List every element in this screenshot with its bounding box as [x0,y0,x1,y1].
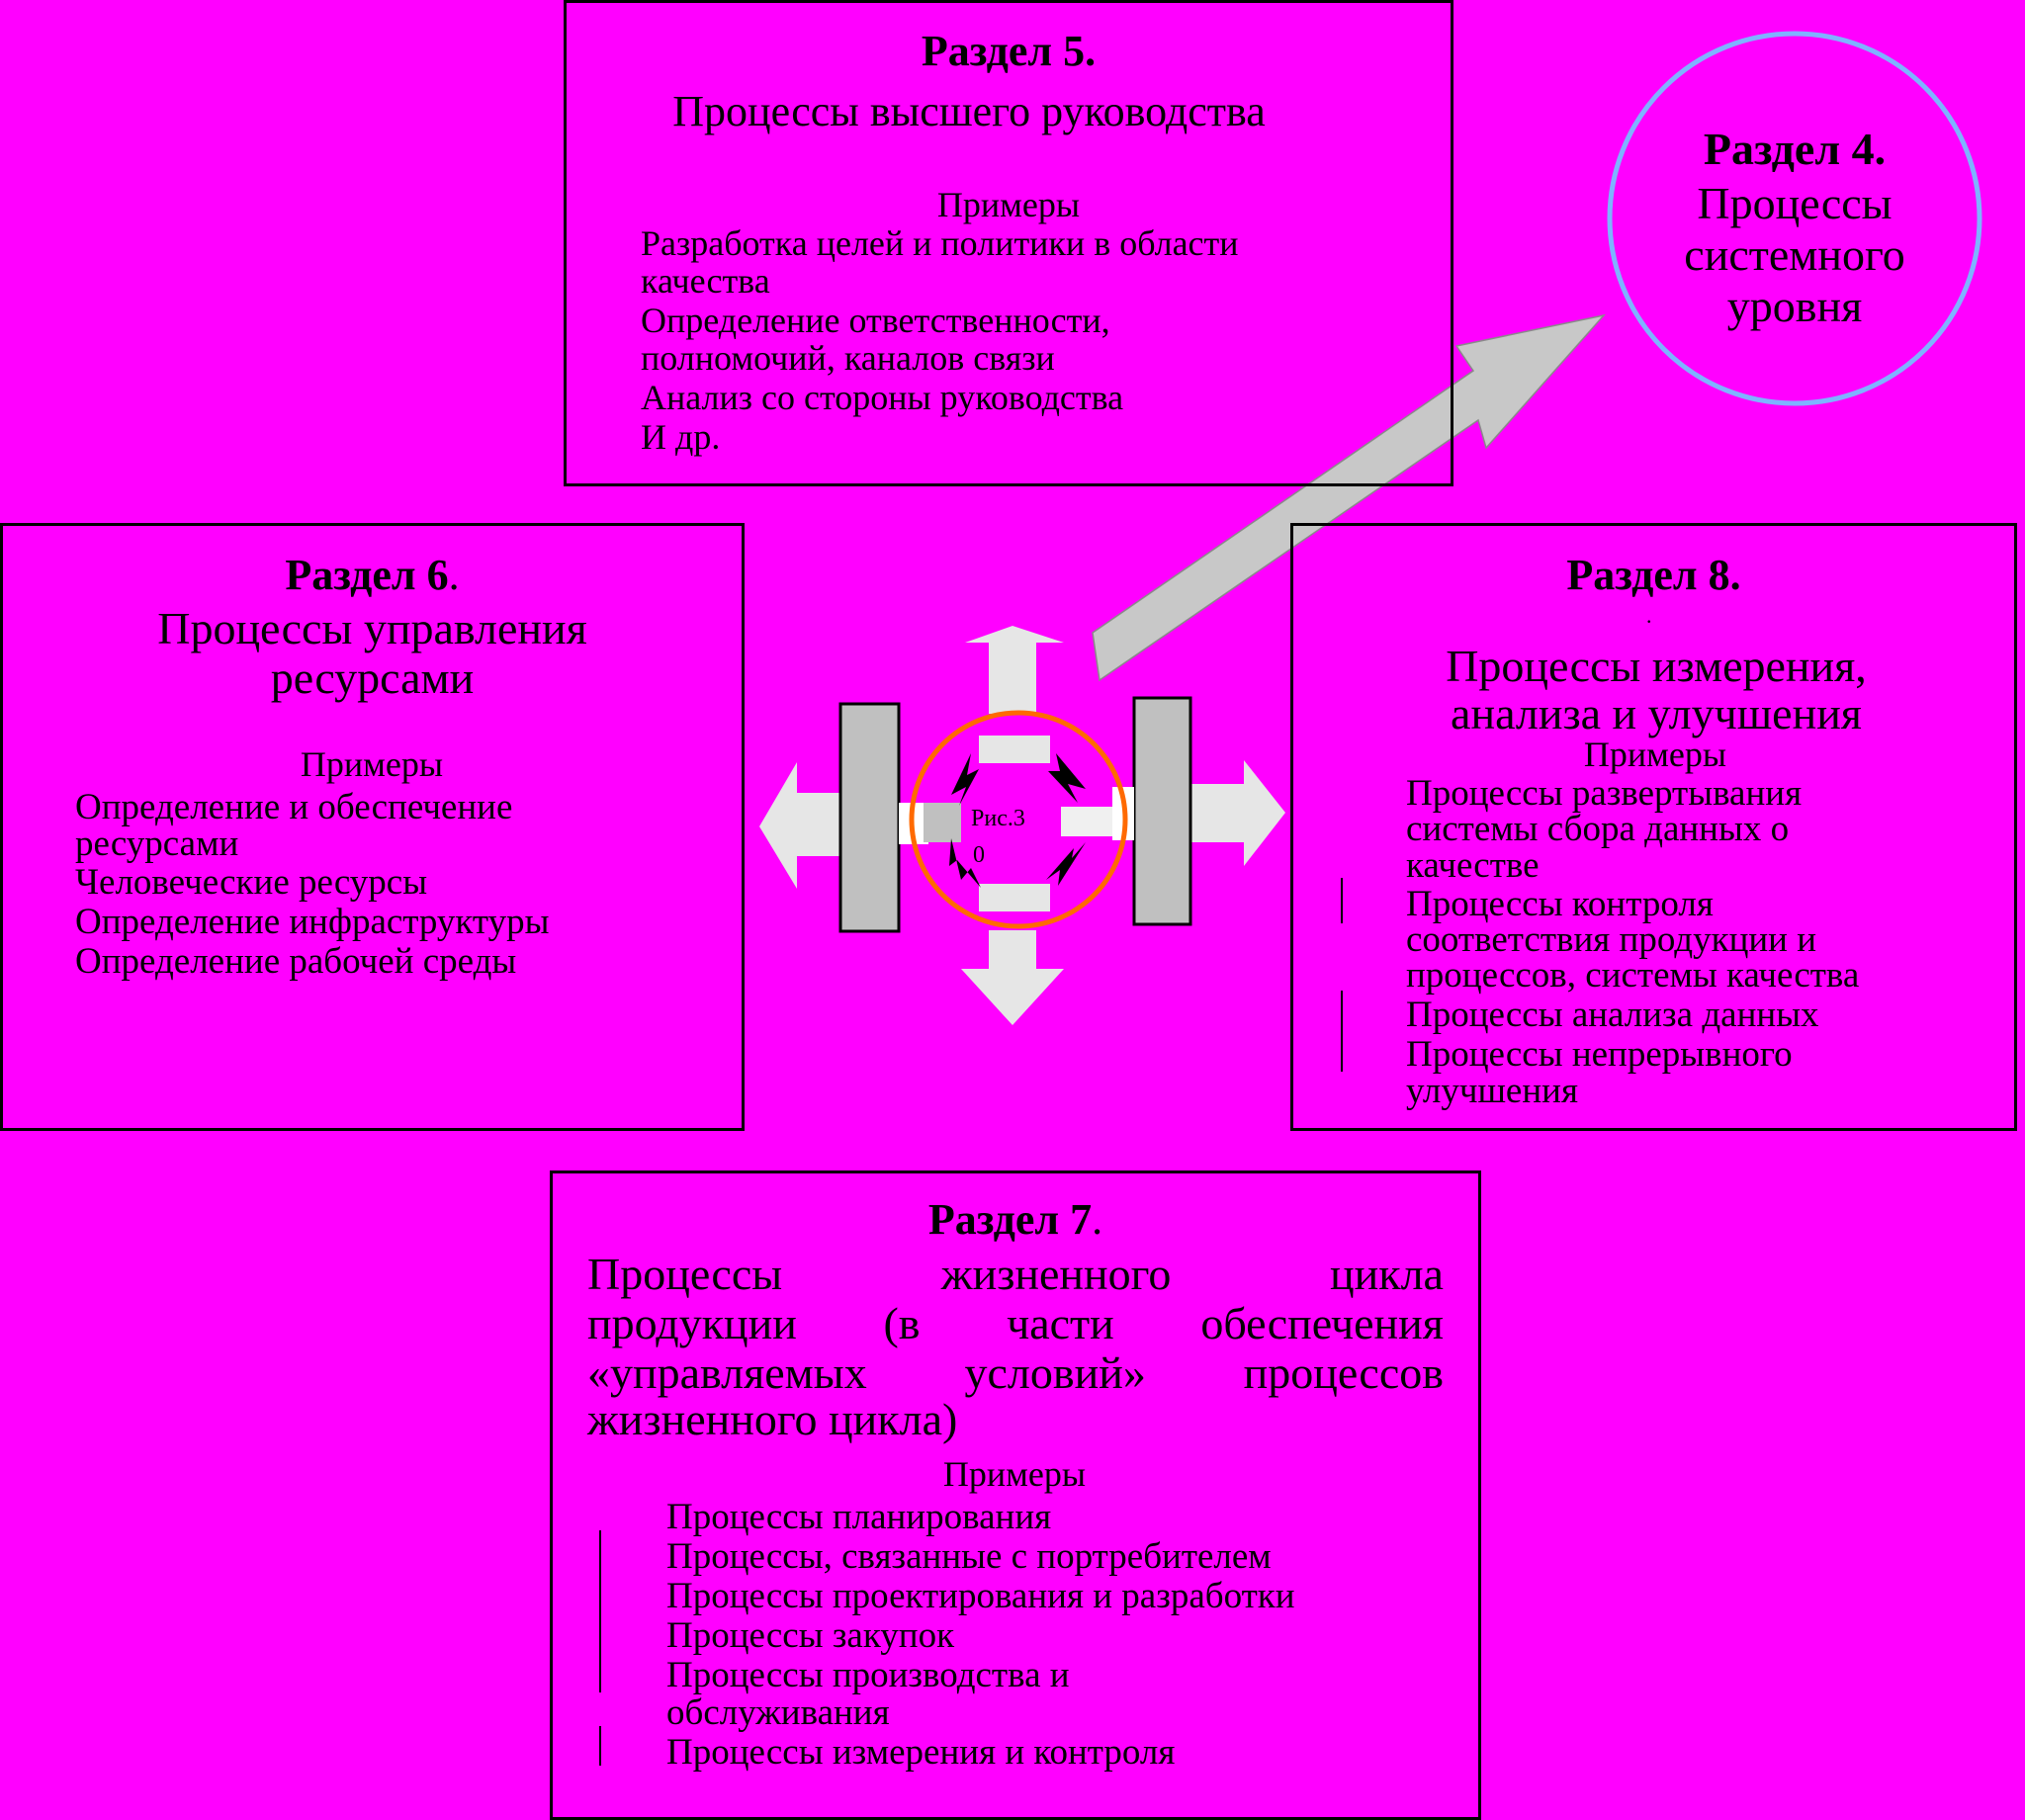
section7-examples-label: Примеры [942,1454,1087,1494]
section5-item: И др. [641,417,721,457]
section5-item: качества [641,261,770,301]
section7-subtitle-line1: Процессы жизненного цикла [587,1248,1444,1300]
section5-item: Разработка целей и политики в области [641,223,1239,263]
inner-block-bottom [979,884,1050,911]
section7-list-marker [599,1726,601,1766]
section6-examples-label: Примеры [300,744,444,784]
section8-item: Процессы развертывания [1406,773,1803,814]
section4-circle [1607,31,1982,406]
cycle-arrow-right-top [1048,753,1086,803]
section8-item: соответствия продукции и [1406,919,1817,960]
section7-subtitle-word: (в [883,1298,921,1348]
section6-box [0,523,745,1131]
section8-item: процессов, системы качества [1406,955,1860,996]
section6-heading-dot: . [448,551,460,599]
section8-item: улучшения [1406,1071,1578,1111]
section7-box [550,1170,1481,1820]
figure-caption-digit: 0 [973,842,985,868]
cycle-arrow-left-bottom [949,838,981,888]
section4-heading: Раздел 4. [1703,124,1887,174]
section7-item: Процессы, связанные с портребителем [666,1536,1272,1577]
section6-item: Определение инфраструктуры [75,902,550,942]
section7-heading-text: Раздел 7 [927,1195,1093,1244]
section8-subtitle-line1: Процессы измерения, [1446,641,1867,691]
section7-heading-dot: . [1092,1195,1103,1244]
cycle-arrow-left-top [951,753,979,806]
section8-heading: Раздел 8. [1566,551,1741,599]
figure-caption: Рис.3 [971,806,1025,831]
section5-heading: Раздел 5. [921,27,1097,75]
section8-dot: . [1646,603,1652,628]
section7-subtitle-line2: продукции (в части обеспечения [587,1297,1444,1349]
section5-item: Определение ответственности, [641,301,1110,340]
section7-subtitle-word: части [1007,1298,1114,1348]
section6-heading-text: Раздел 6 [285,551,449,599]
section4-subtitle-line1: Процессы [1697,178,1893,228]
inner-block-left [924,803,961,842]
section7-subtitle-word: Процессы [587,1249,783,1299]
section7-item: обслуживания [666,1692,890,1733]
section7-subtitle-line3: «управляемых условий» процессов [587,1346,1444,1399]
section8-item: Процессы непрерывного [1406,1034,1793,1075]
section8-item: системы сбора данных о [1406,809,1790,849]
inner-block-right [1061,807,1112,836]
section7-subtitle-word: цикла [1330,1249,1444,1299]
section8-item: качестве [1406,845,1540,886]
inner-block-top [979,736,1050,763]
section7-subtitle-word: процессов [1243,1347,1444,1398]
section4-subtitle-line3: уровня [1726,281,1863,331]
section8-subtitle-line2: анализа и улучшения [1451,688,1862,738]
section7-subtitle-word: «управляемых [587,1347,867,1398]
up-arrow [965,626,1064,714]
section7-item: Процессы закупок [666,1615,955,1656]
diagonal-arrow [1092,313,1607,682]
section5-box [564,0,1453,486]
section7-heading: Раздел 7. [550,1194,1481,1245]
right-arrow [1187,760,1285,866]
cycle-arrow-right-bottom [1046,842,1086,886]
section5-subtitle: Процессы высшего руководства [672,87,1266,135]
left-bar [838,702,901,933]
section6-subtitle-line1: Процессы управления [157,603,587,653]
section5-item: полномочий, каналов связи [641,338,1055,378]
section7-subtitle-line4: жизненного цикла) [587,1394,958,1444]
section7-item: Процессы измерения и контроля [666,1732,1176,1773]
section7-subtitle-word: условий» [964,1347,1146,1398]
section7-subtitle-word: продукции [587,1298,797,1348]
right-bar [1132,696,1192,926]
section7-item: Процессы планирования [666,1497,1052,1537]
section8-item: Процессы контроля [1406,884,1714,924]
section7-item: Процессы проектирования и разработки [666,1576,1295,1616]
section7-item: Процессы производства и [666,1655,1070,1695]
section6-subtitle-line2: ресурсами [270,652,475,703]
section8-list-marker [1341,991,1343,1072]
section7-subtitle-word: жизненного [940,1249,1172,1299]
section8-item: Процессы анализа данных [1406,995,1819,1035]
section8-examples-label: Примеры [1583,735,1727,774]
section7-list-marker [599,1530,601,1692]
section8-list-marker [1341,878,1343,923]
section4-subtitle-line2: системного [1684,229,1905,280]
section6-item: Человеческие ресурсы [75,862,428,903]
left-arrow [759,762,840,889]
section6-heading: Раздел 6. [0,550,745,600]
section6-item: ресурсами [75,823,239,864]
section6-item: Определение и обеспечение [75,787,513,827]
section5-item: Анализ со стороны руководства [641,378,1124,417]
section5-examples-label: Примеры [936,185,1081,224]
section8-box [1290,523,2017,1131]
section7-subtitle-word: обеспечения [1200,1298,1444,1348]
down-arrow [961,930,1064,1025]
cycle-circle [909,710,1128,929]
section6-item: Определение рабочей среды [75,941,517,982]
